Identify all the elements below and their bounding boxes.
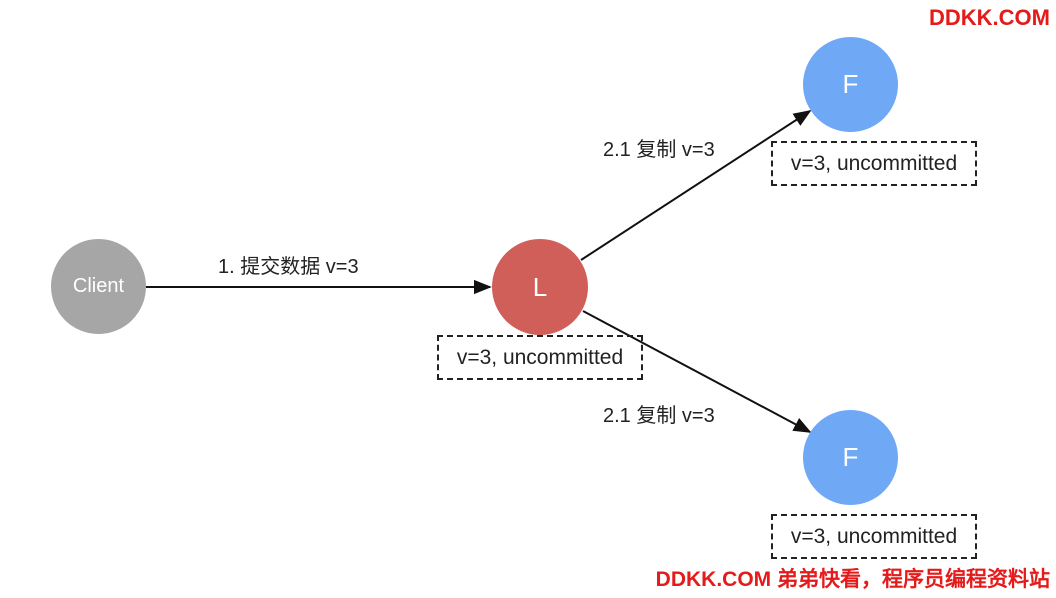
leader-node: L	[492, 239, 588, 335]
follower-bottom-status-text: v=3, uncommitted	[790, 524, 958, 548]
follower-top-status-box: v=3, uncommitted	[771, 141, 977, 186]
client-node-label: Client	[72, 275, 125, 297]
leader-status-box: v=3, uncommitted	[437, 335, 643, 380]
watermark-top: DDKK.COM	[929, 5, 1050, 30]
follower-top-status-text: v=3, uncommitted	[790, 151, 958, 175]
submit-edge-label: 1. 提交数据 v=3	[218, 256, 359, 278]
replicate-bottom-arrow	[582, 310, 812, 433]
follower-top-node-label: F	[842, 69, 859, 99]
replicate-top-arrow	[580, 110, 812, 261]
follower-bottom-node-label: F	[842, 442, 859, 472]
follower-bottom-status-box: v=3, uncommitted	[771, 514, 977, 559]
replicate-top-edge-label: 2.1 复制 v=3	[603, 139, 715, 161]
watermark-bottom: DDKK.COM 弟弟快看，程序员编程资料站	[655, 568, 1050, 591]
follower-top-node: F	[803, 37, 898, 132]
client-node: Client	[51, 239, 146, 334]
replicate-bottom-edge-label: 2.1 复制 v=3	[603, 405, 715, 427]
leader-status-text: v=3, uncommitted	[456, 345, 624, 369]
leader-node-label: L	[532, 271, 548, 302]
follower-bottom-node: F	[803, 410, 898, 505]
